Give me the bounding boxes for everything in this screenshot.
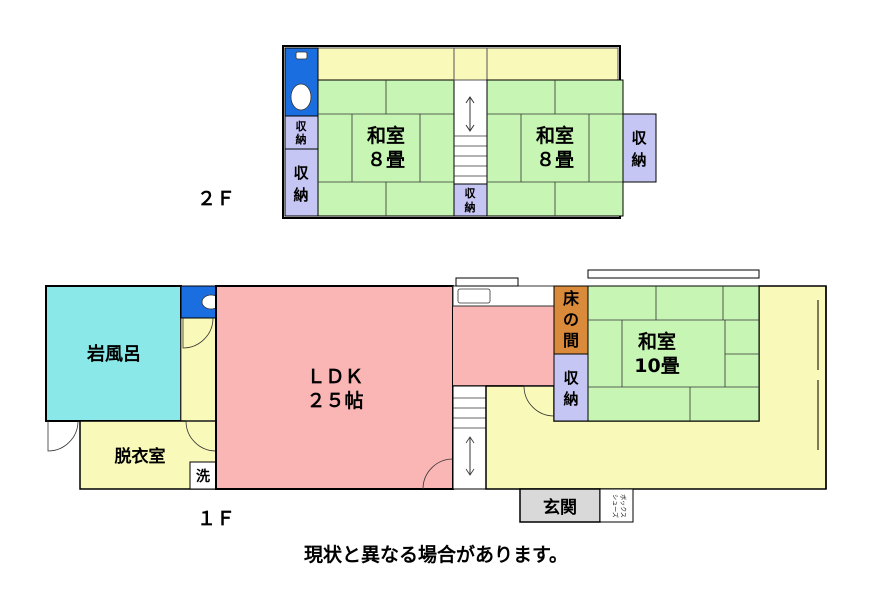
laundry: [189, 461, 217, 490]
second-floor: 和室 ８畳 和室 ８畳 収 納 収 納 収 納 収 納 ２Ｆ: [197, 45, 657, 219]
storage-2f-stair-label-2: 納: [465, 200, 476, 214]
tokonoma-label-1: 床: [563, 289, 580, 308]
door-swing-icon: [182, 317, 214, 349]
entrance-label: 玄関: [543, 497, 577, 518]
washitsu-1f-size: 10畳: [634, 355, 679, 377]
first-floor: 岩風呂 脱衣室 洗 ＬＤＫ ２５帖 床 の 間 収 納 和室 10畳 玄関 シュ…: [45, 269, 827, 530]
storage-1f-label-2: 納: [563, 390, 578, 408]
door-swing-icon: [47, 420, 79, 452]
ldk-east: [453, 300, 554, 386]
washitsu-2f-left-name: 和室: [367, 124, 405, 147]
washitsu-1f-name: 和室: [638, 330, 676, 353]
storage-1f: [553, 353, 589, 422]
corridor-2f-top-right: [486, 47, 619, 81]
dressing-room: [79, 420, 217, 490]
door-swing-icon: [185, 420, 217, 452]
ldk-name: ＬＤＫ: [306, 366, 363, 388]
storage-2f-stair: [453, 183, 488, 217]
tokonoma: [553, 285, 589, 355]
bath-label: 岩風呂: [86, 343, 141, 365]
storage-2f-small-label-2: 納: [296, 132, 307, 146]
washitsu-1f: [587, 269, 760, 422]
stairs-2f: [453, 47, 488, 185]
kitchen-sink-icon: [457, 288, 491, 304]
entrance: [519, 488, 601, 523]
storage-2f-left-label-1: 収: [293, 164, 309, 182]
door-swing-icon: [523, 385, 555, 417]
floor-label-1f: １Ｆ: [197, 508, 235, 530]
corridor-2f-top-left: [317, 47, 455, 81]
storage-2f-small-label-1: 収: [296, 120, 308, 133]
stairs-1f: [452, 385, 487, 490]
washitsu-2f-right-name: 和室: [536, 124, 574, 147]
storage-1f-label-1: 収: [563, 369, 579, 387]
tokonoma-label-2: の: [563, 310, 579, 329]
storage-2f-stair-label-1: 収: [465, 187, 477, 200]
disclaimer-note: 現状と異なる場合があります。: [303, 544, 569, 566]
washitsu-2f-left: [317, 79, 455, 217]
tokonoma-label-3: 間: [563, 331, 579, 350]
storage-2f-left-label-2: 納: [293, 186, 308, 204]
storage-2f-right: [622, 113, 657, 183]
bath: [45, 285, 182, 422]
dressing-label: 脱衣室: [115, 446, 166, 467]
shoebox-label-1: シューズ: [611, 494, 619, 518]
ldk: [215, 285, 454, 490]
storage-2f-right-label-1: 収: [631, 129, 647, 147]
toilet-icon: [290, 51, 312, 111]
storage-2f-right-label-2: 納: [631, 151, 646, 169]
shoebox-label-2: ボックス: [619, 494, 627, 518]
floor-label-2f: ２Ｆ: [197, 188, 235, 210]
washitsu-2f-right: [486, 79, 624, 217]
washitsu-2f-right-size: ８畳: [536, 149, 574, 171]
ldk-size: ２５帖: [306, 389, 363, 412]
laundry-label: 洗: [196, 468, 210, 485]
corridor-1f-left: [180, 317, 217, 422]
storage-2f-left: [284, 148, 319, 217]
washitsu-2f-left-size: ８畳: [367, 149, 405, 171]
door-swing-icon: [422, 458, 454, 490]
shoebox: [599, 488, 634, 523]
